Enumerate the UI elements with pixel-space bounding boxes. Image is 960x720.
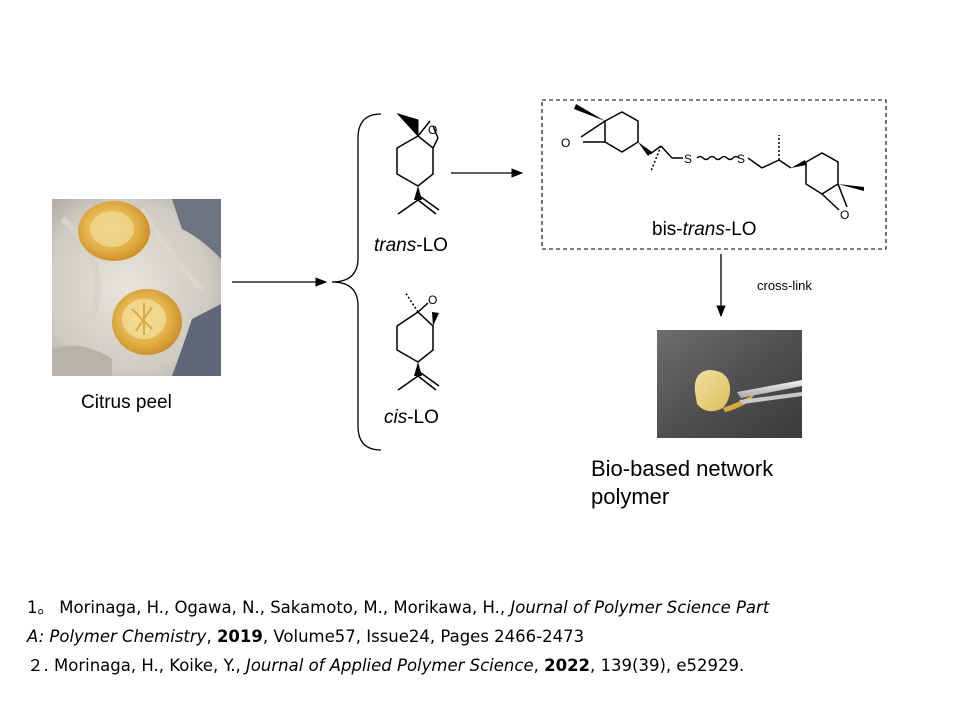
trans-lo-oxygen-label: O: [428, 123, 437, 137]
trans-lo-label: trans-LO: [374, 235, 448, 256]
dimer-dashed-box: [541, 99, 887, 250]
dimer-sulfur-label-right: S: [737, 152, 745, 166]
citrus-peel-caption: Citrus peel: [81, 392, 172, 413]
product-caption: Bio-based network polymer: [591, 456, 774, 509]
cis-lo-label: cis-LO: [384, 407, 439, 428]
reference-1-year: 2019: [216, 627, 263, 646]
reference-1-journal-line2: A: Polymer Chemistry: [27, 627, 207, 646]
polymer-film-photo: [657, 330, 802, 438]
reference-1: 1。 Morinaga, H., Ogawa, N., Sakamoto, M.…: [27, 593, 769, 622]
reference-1-authors: Morinaga, H., Ogawa, N., Sakamoto, M., M…: [59, 598, 506, 617]
citrus-peel-photo: [52, 199, 221, 376]
dimer-oxygen-label-left: O: [561, 136, 570, 150]
reference-2-authors: Morinaga, H., Koike, Y.,: [54, 656, 241, 675]
reference-list: 1。 Morinaga, H., Ogawa, N., Sakamoto, M.…: [27, 593, 769, 680]
dimer-oxygen-label-right: O: [840, 208, 849, 222]
curly-bracket: [331, 113, 382, 451]
reference-2-journal: Journal of Applied Polymer Science: [245, 656, 534, 675]
bis-trans-lo-structure: [574, 104, 864, 211]
bis-trans-lo-label: bis-trans-LO: [652, 219, 757, 240]
dimer-sulfur-label-left: S: [684, 152, 692, 166]
reference-1-marker: 1。: [27, 598, 54, 617]
reference-1-details: , Volume57, Issue24, Pages 2466-2473: [262, 627, 585, 646]
trans-lo-structure: [396, 113, 440, 215]
reference-1-journal-line1: Journal of Polymer Science Part: [510, 598, 770, 617]
reference-2: ２. Morinaga, H., Koike, Y., Journal of A…: [27, 656, 745, 675]
cis-lo-structure: [396, 291, 440, 391]
cis-lo-oxygen-label: O: [428, 293, 437, 307]
cross-link-label: cross-link: [757, 278, 812, 293]
reference-2-marker: ２.: [27, 656, 49, 675]
reference-2-details: , 139(39), e52929.: [590, 656, 745, 675]
reference-1-cont: A: Polymer Chemistry, 2019, Volume57, Is…: [27, 627, 585, 646]
reference-2-year: 2022: [544, 656, 591, 675]
